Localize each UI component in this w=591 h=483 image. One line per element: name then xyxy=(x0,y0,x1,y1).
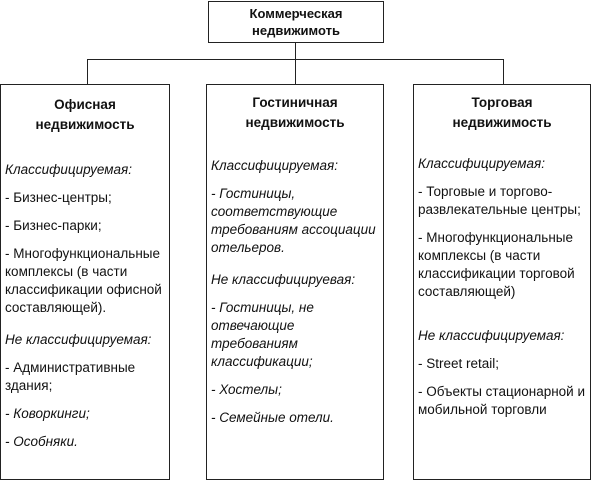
retail-nonclassified-item: - Street retail; xyxy=(418,356,500,371)
hotel-nonclassified-item: - Хостелы; xyxy=(211,382,282,397)
retail-node: Торговая недвижимость Классифицируемая: … xyxy=(413,84,591,480)
hotel-nonclassified-item: - Семейные отели. xyxy=(211,410,334,425)
retail-classified-label: Классифицируемая: xyxy=(418,156,545,171)
hotel-nonclassified-label: Не классифицируевая: xyxy=(211,272,356,287)
connector-office xyxy=(87,59,88,84)
hotel-title-line2: недвижимость xyxy=(245,115,345,130)
office-classified-item: - Многофункциональные комплексы (в части… xyxy=(5,246,162,315)
office-nonclassified-item: - Административные здания; xyxy=(5,360,136,393)
office-classified-item: - Бизнес-центры; xyxy=(5,190,112,205)
retail-classified-item: - Торговые и торгово-развлекательные цен… xyxy=(418,184,581,217)
office-nonclassified-label: Не классифицируемая: xyxy=(5,332,152,347)
hotel-node: Гостиничная недвижимость Классифицируема… xyxy=(206,84,384,480)
retail-classified-item: - Многофункциональные комплексы (в части… xyxy=(418,230,575,299)
office-node: Офисная недвижимость Классифицируемая: -… xyxy=(0,84,170,480)
connector-root-down xyxy=(295,43,296,59)
retail-title-line1: Торговая xyxy=(471,95,533,110)
retail-nonclassified-item: - Объекты стационарной и мобильной торго… xyxy=(418,384,586,417)
hotel-classified-item: - Гостиницы, соответствующие требованиям… xyxy=(211,186,376,255)
hotel-title-line1: Гостиничная xyxy=(252,95,338,110)
office-classified-item: - Бизнес-парки; xyxy=(5,218,102,233)
hotel-nonclassified-item: - Гостиницы, не отвечающие требованиям к… xyxy=(211,300,314,369)
root-title-line1: Коммерческая xyxy=(249,6,343,21)
hotel-classified-label: Классифицируемая: xyxy=(211,158,338,173)
root-title-line2: недвижимоть xyxy=(252,23,340,38)
retail-title-line2: недвижимость xyxy=(452,115,552,130)
connector-retail xyxy=(503,59,504,84)
connector-hotel xyxy=(295,59,296,84)
office-nonclassified-item: - Особняки. xyxy=(5,434,78,449)
office-nonclassified-item: - Коворкинги; xyxy=(5,406,90,421)
retail-nonclassified-label: Не классифицируемая: xyxy=(418,328,565,343)
office-classified-label: Классифицируемая: xyxy=(5,162,132,177)
root-node: Коммерческая недвижимоть xyxy=(208,1,384,43)
office-title: Офисная недвижимость xyxy=(35,97,135,132)
